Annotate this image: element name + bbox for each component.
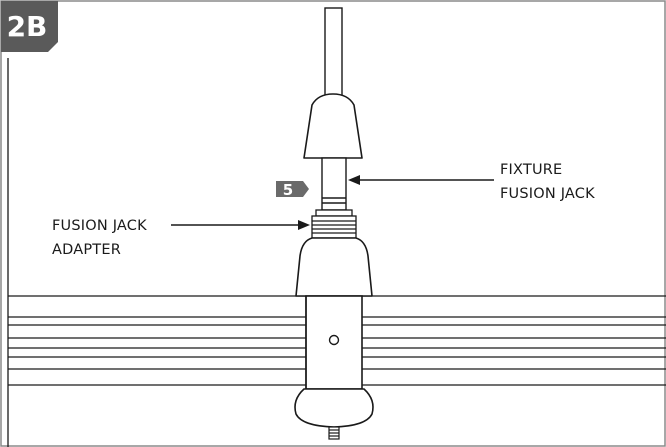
fixture-fusion-jack-label-line1: FIXTURE [500,162,562,178]
fixture-fusion-jack-housing [303,93,363,159]
leader-fusion-jack-adapter [171,220,310,230]
leader-fixture-fusion-jack [348,175,494,185]
fusion-jack-adapter-thread [311,209,357,239]
step-badge: 2B [1,1,58,52]
adapter-bottom-knob [294,388,374,428]
set-screw-hole [328,334,340,346]
threaded-stud [328,426,340,440]
callout-badge: 5 [276,181,309,199]
cable [324,7,343,105]
adapter-upper-body [295,237,373,297]
fixture-fusion-jack-pin [321,157,347,211]
fusion-jack-adapter-label-line1: FUSION JACK [52,218,147,234]
fixture-fusion-jack-label-line2: FUSION JACK [500,186,595,202]
step-label: 2B [7,10,48,43]
callout-number: 5 [283,181,293,199]
fusion-jack-adapter-label-line2: ADAPTER [52,242,121,258]
